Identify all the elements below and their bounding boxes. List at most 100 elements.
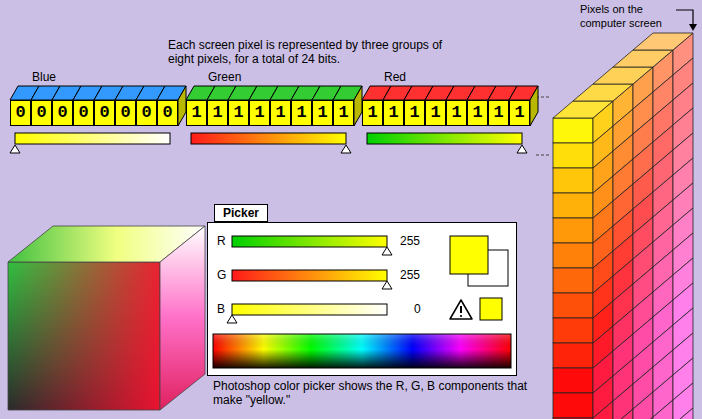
bit-cell: 1 [509, 100, 530, 126]
explanation-note: Each screen pixel is represented by thre… [168, 38, 446, 66]
bit-cell: 1 [333, 100, 354, 126]
cube-front-shade [8, 262, 160, 410]
picker-panel [207, 222, 517, 376]
screen-pixel [553, 393, 593, 418]
bit-cell: 1 [404, 100, 425, 126]
bit-digit: 1 [338, 104, 348, 122]
screen-pixel [553, 293, 593, 318]
slider-handle [341, 145, 351, 153]
channel-label: Green [208, 70, 241, 84]
screen-pixel-top [633, 33, 693, 50]
warning-mark [460, 306, 462, 313]
bit-cell: 0 [94, 100, 115, 126]
screen-pixel-top [613, 50, 673, 67]
slider-handle [227, 315, 237, 323]
slider-bar [232, 304, 387, 315]
bit-cell: 1 [207, 100, 228, 126]
bit-group: Green11111111 [186, 68, 364, 128]
slider-handle [382, 281, 392, 289]
bit-group: Red11111111 [362, 68, 540, 128]
screen-pixel [553, 343, 593, 368]
bit-digit: 1 [275, 104, 285, 122]
screen-pixel [613, 409, 633, 419]
bit-cell: 1 [488, 100, 509, 126]
screen-pixel [633, 392, 653, 419]
screen-pixel [653, 400, 673, 419]
bit-cell: 1 [383, 100, 404, 126]
bit-digit: 1 [409, 104, 419, 122]
slider-handle [10, 145, 20, 153]
slider-bar [232, 270, 387, 281]
bit-cell: 1 [362, 100, 383, 126]
screen-pixel [553, 268, 593, 293]
channel-label: Blue [32, 70, 56, 84]
bit-cell: 0 [31, 100, 52, 126]
bit-digit: 1 [254, 104, 264, 122]
bit-cell: 1 [228, 100, 249, 126]
bit-digit: 1 [472, 104, 482, 122]
bit-digit: 1 [212, 104, 222, 122]
screen-pixel [553, 243, 593, 268]
bit-digit: 0 [162, 104, 172, 122]
screen-callout: Pixels on the computer screen [580, 2, 672, 30]
bit-digit: 1 [317, 104, 327, 122]
arrow-head [689, 24, 697, 31]
spectrum-bar [213, 334, 511, 368]
bit-group: Blue00000000 [10, 68, 188, 128]
bit-cell: 1 [249, 100, 270, 126]
screen-pixel [553, 118, 593, 143]
bit-digit: 1 [430, 104, 440, 122]
channel-value: 255 [400, 268, 420, 282]
channel-value: 0 [414, 302, 421, 316]
bit-digit: 0 [141, 104, 151, 122]
bit-cell: 1 [446, 100, 467, 126]
warning-dot [460, 315, 462, 317]
bit-cell: 1 [186, 100, 207, 126]
cube-front [8, 262, 160, 410]
cube-right [160, 226, 205, 410]
slider-bar [367, 133, 522, 144]
bit-cell: 1 [425, 100, 446, 126]
window-tab: Picker [214, 204, 268, 222]
bit-digit: 1 [191, 104, 201, 122]
bit-digit: 1 [514, 104, 524, 122]
bit-cell: 0 [157, 100, 178, 126]
picker-caption: Photoshop color picker shows the R, G, B… [213, 379, 543, 407]
screen-pixel [633, 417, 653, 419]
bit-digit: 1 [451, 104, 461, 122]
bit-digit: 0 [120, 104, 130, 122]
bit-cell: 0 [52, 100, 73, 126]
generated-shapes [10, 33, 693, 419]
bit-side-face [178, 86, 186, 126]
bit-digit: 1 [233, 104, 243, 122]
picker-window: PickerR255G255B0 [207, 222, 517, 376]
screen-pixel [673, 408, 693, 419]
warning-icon [450, 300, 472, 319]
bit-cell: 1 [467, 100, 488, 126]
bit-cell: 1 [270, 100, 291, 126]
bit-cell: 1 [312, 100, 333, 126]
channel-letter: G [217, 268, 226, 282]
bit-side-face [530, 86, 538, 126]
screen-pixel [553, 193, 593, 218]
bit-side-face [354, 86, 362, 126]
channel-letter: R [217, 234, 226, 248]
channel-value: 255 [400, 234, 420, 248]
bit-cell: 0 [136, 100, 157, 126]
bit-digit: 1 [493, 104, 503, 122]
slider-bar [232, 236, 387, 247]
screen-pixel-top [593, 67, 653, 84]
bit-cell: 0 [115, 100, 136, 126]
slider-bar [191, 133, 346, 144]
bit-digit: 1 [296, 104, 306, 122]
bit-digit: 0 [99, 104, 109, 122]
bit-digit: 0 [78, 104, 88, 122]
screen-pixel-top [573, 84, 633, 101]
bit-digit: 1 [367, 104, 377, 122]
screen-pixel [553, 168, 593, 193]
bit-cell: 0 [73, 100, 94, 126]
bit-digit: 0 [36, 104, 46, 122]
bit-digit: 0 [57, 104, 67, 122]
